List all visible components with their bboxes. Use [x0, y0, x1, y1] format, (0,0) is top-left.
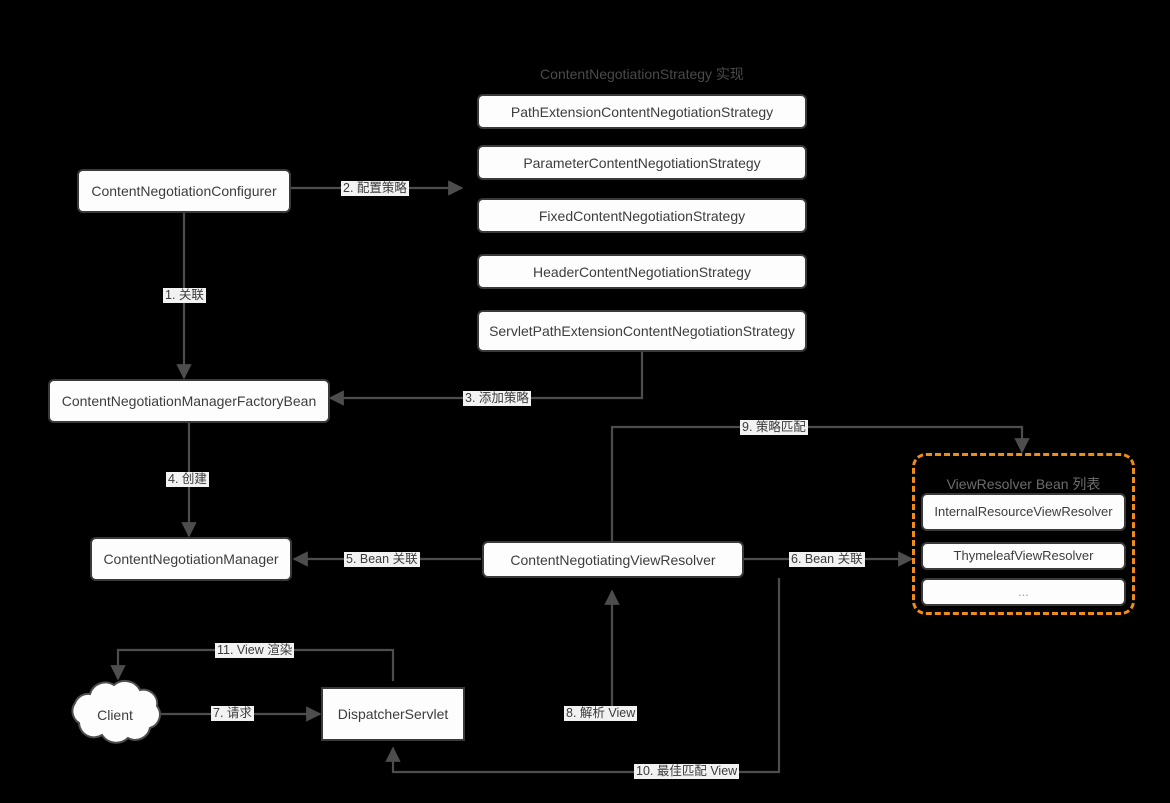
- strategy-group-title: ContentNegotiationStrategy 实现: [540, 66, 744, 82]
- viewresolver-box-1[interactable]: InternalResourceViewResolver: [921, 493, 1126, 531]
- node-client[interactable]: Client: [97, 707, 133, 723]
- node-content-negotiating-view-resolver[interactable]: ContentNegotiatingViewResolver: [482, 541, 744, 578]
- edge-label-8: 8. 解析 View: [564, 706, 638, 721]
- node-content-negotiation-manager-factory-bean[interactable]: ContentNegotiationManagerFactoryBean: [48, 379, 330, 423]
- strategy-box-5[interactable]: ServletPathExtensionContentNegotiationSt…: [477, 310, 807, 352]
- viewresolver-bean-group: [912, 453, 1135, 615]
- strategy-box-4[interactable]: HeaderContentNegotiationStrategy: [477, 254, 807, 289]
- edge-label-5: 5. Bean 关联: [344, 552, 420, 567]
- edge-label-10: 10. 最佳匹配 View: [634, 764, 740, 779]
- edge-label-9: 9. 策略匹配: [740, 420, 808, 435]
- edge-label-4: 4. 创建: [166, 472, 209, 487]
- node-dispatcher-servlet[interactable]: DispatcherServlet: [321, 687, 465, 741]
- client-cloud-shape: [71, 680, 161, 744]
- edge-9-path: [610, 425, 1030, 545]
- strategy-box-3[interactable]: FixedContentNegotiationStrategy: [477, 198, 807, 233]
- edge-10-path: [385, 578, 781, 774]
- edge-label-1: 1. 关联: [163, 288, 206, 303]
- strategy-box-2[interactable]: ParameterContentNegotiationStrategy: [477, 145, 807, 180]
- edge-label-3: 3. 添加策略: [463, 391, 531, 406]
- viewresolver-box-3[interactable]: ...: [921, 578, 1126, 606]
- edge-label-6: 6. Bean 关联: [789, 552, 865, 567]
- strategy-box-1[interactable]: PathExtensionContentNegotiationStrategy: [477, 94, 807, 129]
- edge-3-path: [328, 343, 644, 406]
- node-content-negotiation-manager[interactable]: ContentNegotiationManager: [90, 537, 292, 581]
- edge-label-11: 11. View 渲染: [215, 643, 295, 658]
- viewresolver-box-2[interactable]: ThymeleafViewResolver: [921, 542, 1126, 570]
- edge-label-7: 7. 请求: [211, 706, 254, 721]
- edge-label-2: 2. 配置策略: [341, 181, 409, 196]
- viewresolver-group-title: ViewResolver Bean 列表: [946, 476, 1101, 492]
- node-content-negotiation-configurer[interactable]: ContentNegotiationConfigurer: [77, 169, 291, 213]
